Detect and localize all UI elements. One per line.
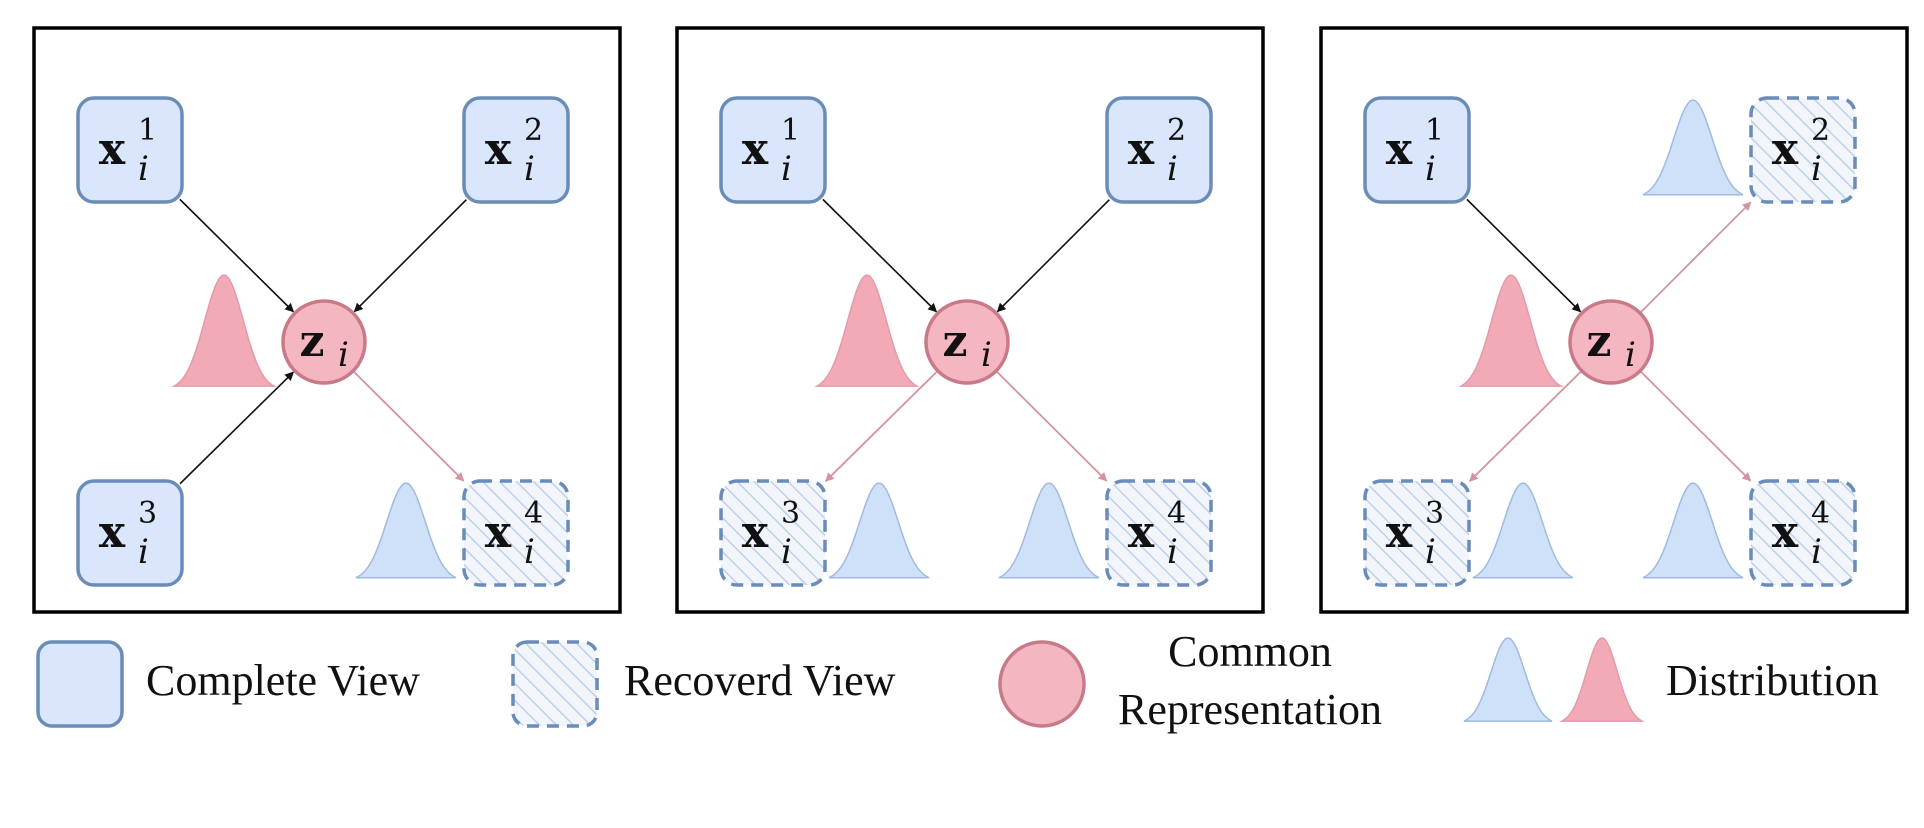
view-distribution-x3 — [828, 482, 930, 579]
panel-border — [32, 26, 622, 614]
common-representation-node — [1568, 299, 1654, 385]
recovered-view-x4 — [1749, 479, 1857, 587]
node-subscript: i — [1811, 532, 1822, 572]
node-label: x — [742, 507, 769, 558]
node-superscript: 2 — [524, 113, 543, 148]
node-label: x — [1772, 124, 1799, 175]
complete-view-x2 — [462, 96, 570, 204]
recovered-view-x3 — [1363, 479, 1471, 587]
view-distribution-x4 — [1642, 482, 1744, 579]
node-superscript: 2 — [1811, 113, 1830, 148]
node-subscript: i — [524, 149, 535, 189]
node-label: x — [485, 124, 512, 175]
node-superscript: 1 — [781, 113, 800, 148]
node-superscript: 3 — [1425, 496, 1444, 531]
decode-arrow-x3 — [1468, 370, 1583, 482]
complete-view-x3 — [76, 479, 184, 587]
node-superscript: 4 — [524, 496, 543, 531]
node-superscript: 4 — [1167, 496, 1186, 531]
node-subscript: i — [781, 149, 792, 189]
view-distribution-x3 — [1472, 482, 1574, 579]
node-label: x — [1386, 507, 1413, 558]
encode-arrow-x2 — [996, 199, 1110, 313]
node-superscript: 1 — [138, 113, 157, 148]
decode-arrow-x4 — [1639, 370, 1752, 482]
legend-common-representation-label-1: Common — [1168, 627, 1332, 676]
encode-arrow-x1 — [1466, 198, 1582, 313]
node-superscript: 2 — [1167, 113, 1186, 148]
recovered-view-x3 — [719, 479, 827, 587]
node-subscript: i — [1811, 149, 1822, 189]
legend-distribution-label: Distribution — [1666, 656, 1879, 705]
node-label: x — [1128, 507, 1155, 558]
legend-blue-distribution-swatch — [1463, 637, 1553, 722]
node-subscript: i — [1425, 149, 1436, 189]
complete-view-x1 — [1363, 96, 1471, 204]
node-superscript: 3 — [138, 496, 157, 531]
legend: Complete View Recoverd View CommonRepresen… — [36, 627, 1879, 734]
complete-view-x1 — [719, 96, 827, 204]
decode-arrow-x4 — [995, 370, 1108, 482]
panel-border — [1319, 26, 1909, 614]
encode-arrow-x1 — [179, 198, 295, 313]
node-subscript: i — [781, 532, 792, 572]
complete-view-x1 — [76, 96, 184, 204]
legend-pink-distribution-swatch — [1559, 637, 1645, 722]
node-label: z — [1587, 316, 1612, 367]
node-subscript: i — [338, 335, 349, 375]
legend-complete-view-label: Complete View — [146, 656, 420, 705]
decode-arrow-x4 — [352, 370, 465, 482]
view-distribution-x2 — [1642, 99, 1744, 196]
node-label: x — [485, 507, 512, 558]
node-label: x — [742, 124, 769, 175]
encode-arrow-x3 — [179, 371, 294, 485]
node-label: x — [1772, 507, 1799, 558]
view-distribution-x4 — [998, 482, 1100, 579]
view-distribution-x4 — [355, 482, 457, 579]
representation-distribution — [1458, 274, 1564, 387]
recovered-view-x4 — [1105, 479, 1213, 587]
node-subscript: i — [981, 335, 992, 375]
node-subscript: i — [138, 149, 149, 189]
legend-common-representation-swatch — [998, 640, 1086, 728]
decode-arrow-x2 — [1639, 201, 1752, 314]
representation-distribution — [171, 274, 277, 387]
node-superscript: 1 — [1425, 113, 1444, 148]
recovered-view-x2 — [1749, 96, 1857, 204]
legend-common-representation-label-2: Representation — [1118, 685, 1382, 734]
node-subscript: i — [1625, 335, 1636, 375]
recovered-view-x4 — [462, 479, 570, 587]
node-subscript: i — [1425, 532, 1436, 572]
encode-arrow-x2 — [353, 199, 467, 313]
node-superscript: 3 — [781, 496, 800, 531]
common-representation-node — [281, 299, 367, 385]
node-subscript: i — [1167, 532, 1178, 572]
node-label: z — [300, 316, 325, 367]
node-label: x — [99, 507, 126, 558]
node-subscript: i — [138, 532, 149, 572]
node-label: x — [1386, 124, 1413, 175]
panel-border — [675, 26, 1265, 614]
legend-complete-view-swatch — [36, 640, 124, 728]
common-representation-node — [924, 299, 1010, 385]
node-subscript: i — [524, 532, 535, 572]
encode-arrow-x1 — [822, 198, 938, 313]
node-subscript: i — [1167, 149, 1178, 189]
node-label: x — [1128, 124, 1155, 175]
node-label: z — [943, 316, 968, 367]
node-label: x — [99, 124, 126, 175]
legend-recovered-view-swatch — [511, 640, 599, 728]
decode-arrow-x3 — [824, 370, 939, 482]
node-superscript: 4 — [1811, 496, 1830, 531]
legend-recovered-view-label: Recoverd View — [624, 656, 896, 705]
representation-distribution — [814, 274, 920, 387]
complete-view-x2 — [1105, 96, 1213, 204]
